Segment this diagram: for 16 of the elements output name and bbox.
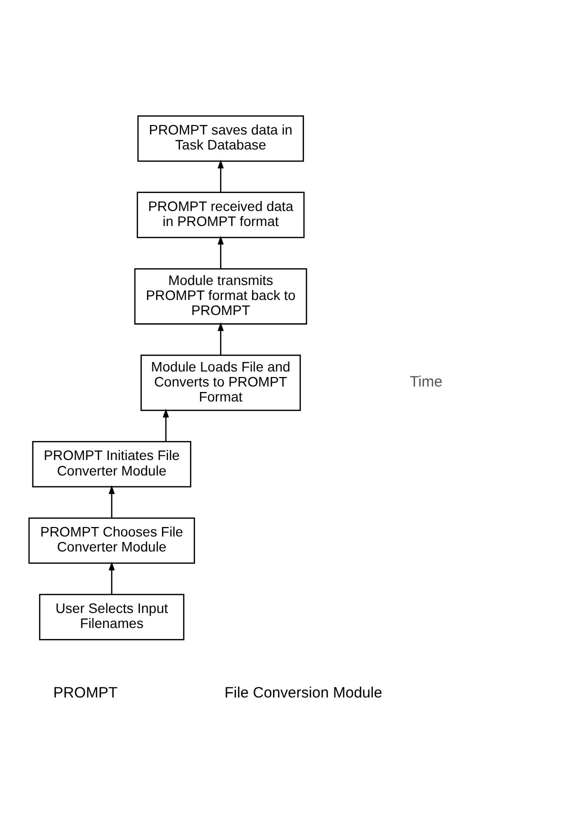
node-box: User Selects Input Filenames: [39, 594, 184, 640]
arrow: [108, 485, 115, 518]
arrow: [162, 408, 169, 442]
node-box: Module transmits PROMPT format back to PROMPT: [134, 268, 308, 325]
node-box: PROMPT Chooses File Converter Module: [28, 517, 195, 564]
arrow: [108, 562, 115, 594]
arrow: [218, 236, 224, 269]
node-box: PROMPT saves data in Task Database: [137, 115, 304, 162]
label: Time: [410, 374, 443, 391]
node-box: Module Loads File and Converts to PROMPT Format: [140, 354, 301, 411]
label: PROMPT: [53, 684, 118, 702]
arrow: [218, 160, 224, 192]
node-box: PROMPT Initiates File Converter Module: [32, 441, 192, 488]
label: File Conversion Module: [224, 684, 382, 702]
arrow: [218, 322, 224, 355]
node-box: PROMPT received data in PROMPT format: [136, 192, 305, 238]
